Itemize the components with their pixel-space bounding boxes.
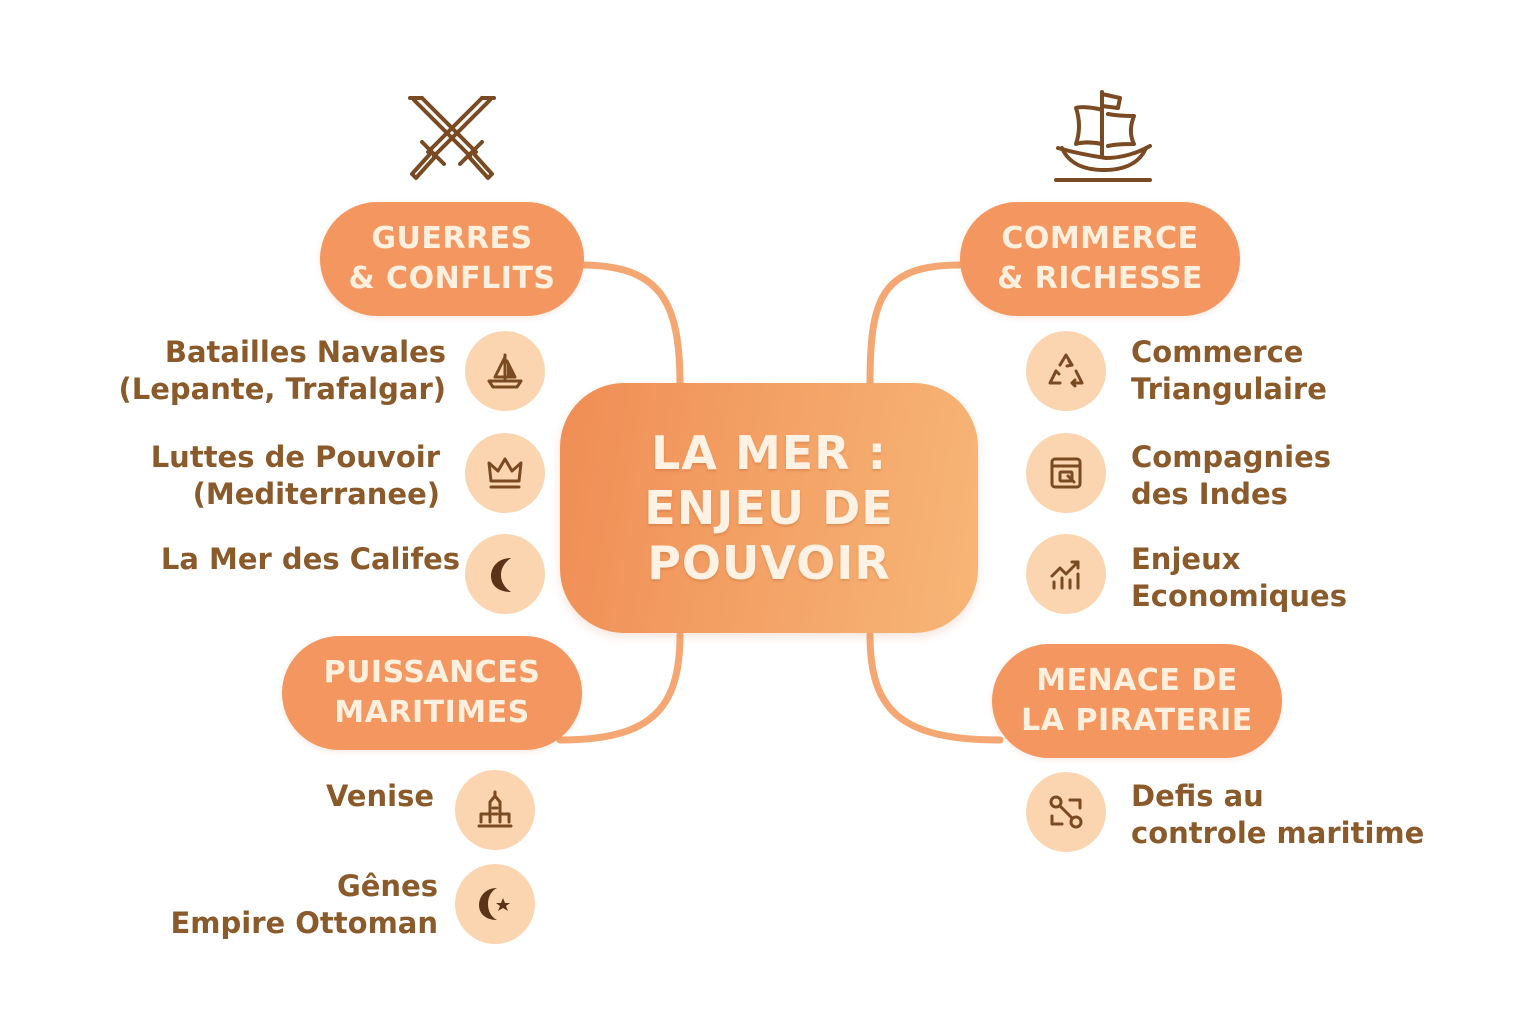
tower-icon <box>477 790 513 828</box>
item-luttes-pouvoir: Luttes de Pouvoir (Mediterranee) <box>150 440 440 511</box>
item-icon-circle <box>465 433 545 513</box>
branch-label: MENACE DE LA PIRATERIE <box>1021 663 1253 738</box>
central-topic: LA MER : ENJEU DE POUVOIR <box>560 383 978 633</box>
crown-icon <box>487 457 523 489</box>
connector-guerres <box>576 261 684 389</box>
item-icon-circle <box>1026 433 1106 513</box>
branch-puissances-maritimes: PUISSANCES MARITIMES <box>282 636 582 750</box>
item-mer-califes: La Mer des Califes <box>160 542 460 576</box>
crescent-star-icon <box>479 888 510 920</box>
item-icon-circle <box>1026 772 1106 852</box>
route-icon <box>1049 795 1083 829</box>
item-icon-circle <box>455 770 535 850</box>
item-venise: Venise <box>325 779 434 813</box>
item-batailles-navales: Batailles Navales (Lepante, Trafalgar) <box>118 335 447 406</box>
branch-label: GUERRES & CONFLITS <box>348 221 556 296</box>
branch-guerres-conflits: GUERRES & CONFLITS <box>320 202 584 316</box>
central-title: LA MER : ENJEU DE POUVOIR <box>644 425 894 590</box>
item-enjeux-economiques: Enjeux Economiques <box>1131 542 1347 613</box>
branch-commerce-richesse: COMMERCE & RICHESSE <box>960 202 1240 316</box>
item-defis-controle-maritime: Defis au controle maritime <box>1131 779 1425 850</box>
branch-label: COMMERCE & RICHESSE <box>997 221 1203 296</box>
item-genes-empire-ottoman: Gênes Empire Ottoman <box>170 869 438 940</box>
branch-menace-piraterie: MENACE DE LA PIRATERIE <box>992 644 1282 758</box>
sailboat-icon <box>487 353 523 389</box>
connector-piraterie <box>866 631 1004 744</box>
item-icon-circle <box>465 331 545 411</box>
connector-commerce <box>866 261 964 389</box>
ship-icon <box>1054 90 1152 182</box>
triangle-cycle-icon <box>1048 353 1084 388</box>
item-icon-circle <box>1026 331 1106 411</box>
growth-chart-icon <box>1050 560 1080 590</box>
connector-puissances <box>556 631 684 744</box>
ledger-icon <box>1050 457 1082 489</box>
branch-label: PUISSANCES MARITIMES <box>323 655 541 730</box>
item-icon-circle <box>465 534 545 614</box>
item-compagnies-indes: Compagnies des Indes <box>1131 440 1332 511</box>
item-icon-circle <box>455 864 535 944</box>
crossed-swords-icon <box>408 96 496 180</box>
crescent-icon <box>491 558 511 592</box>
item-commerce-triangulaire: Commerce Triangulaire <box>1131 335 1327 406</box>
item-icon-circle <box>1026 534 1106 614</box>
